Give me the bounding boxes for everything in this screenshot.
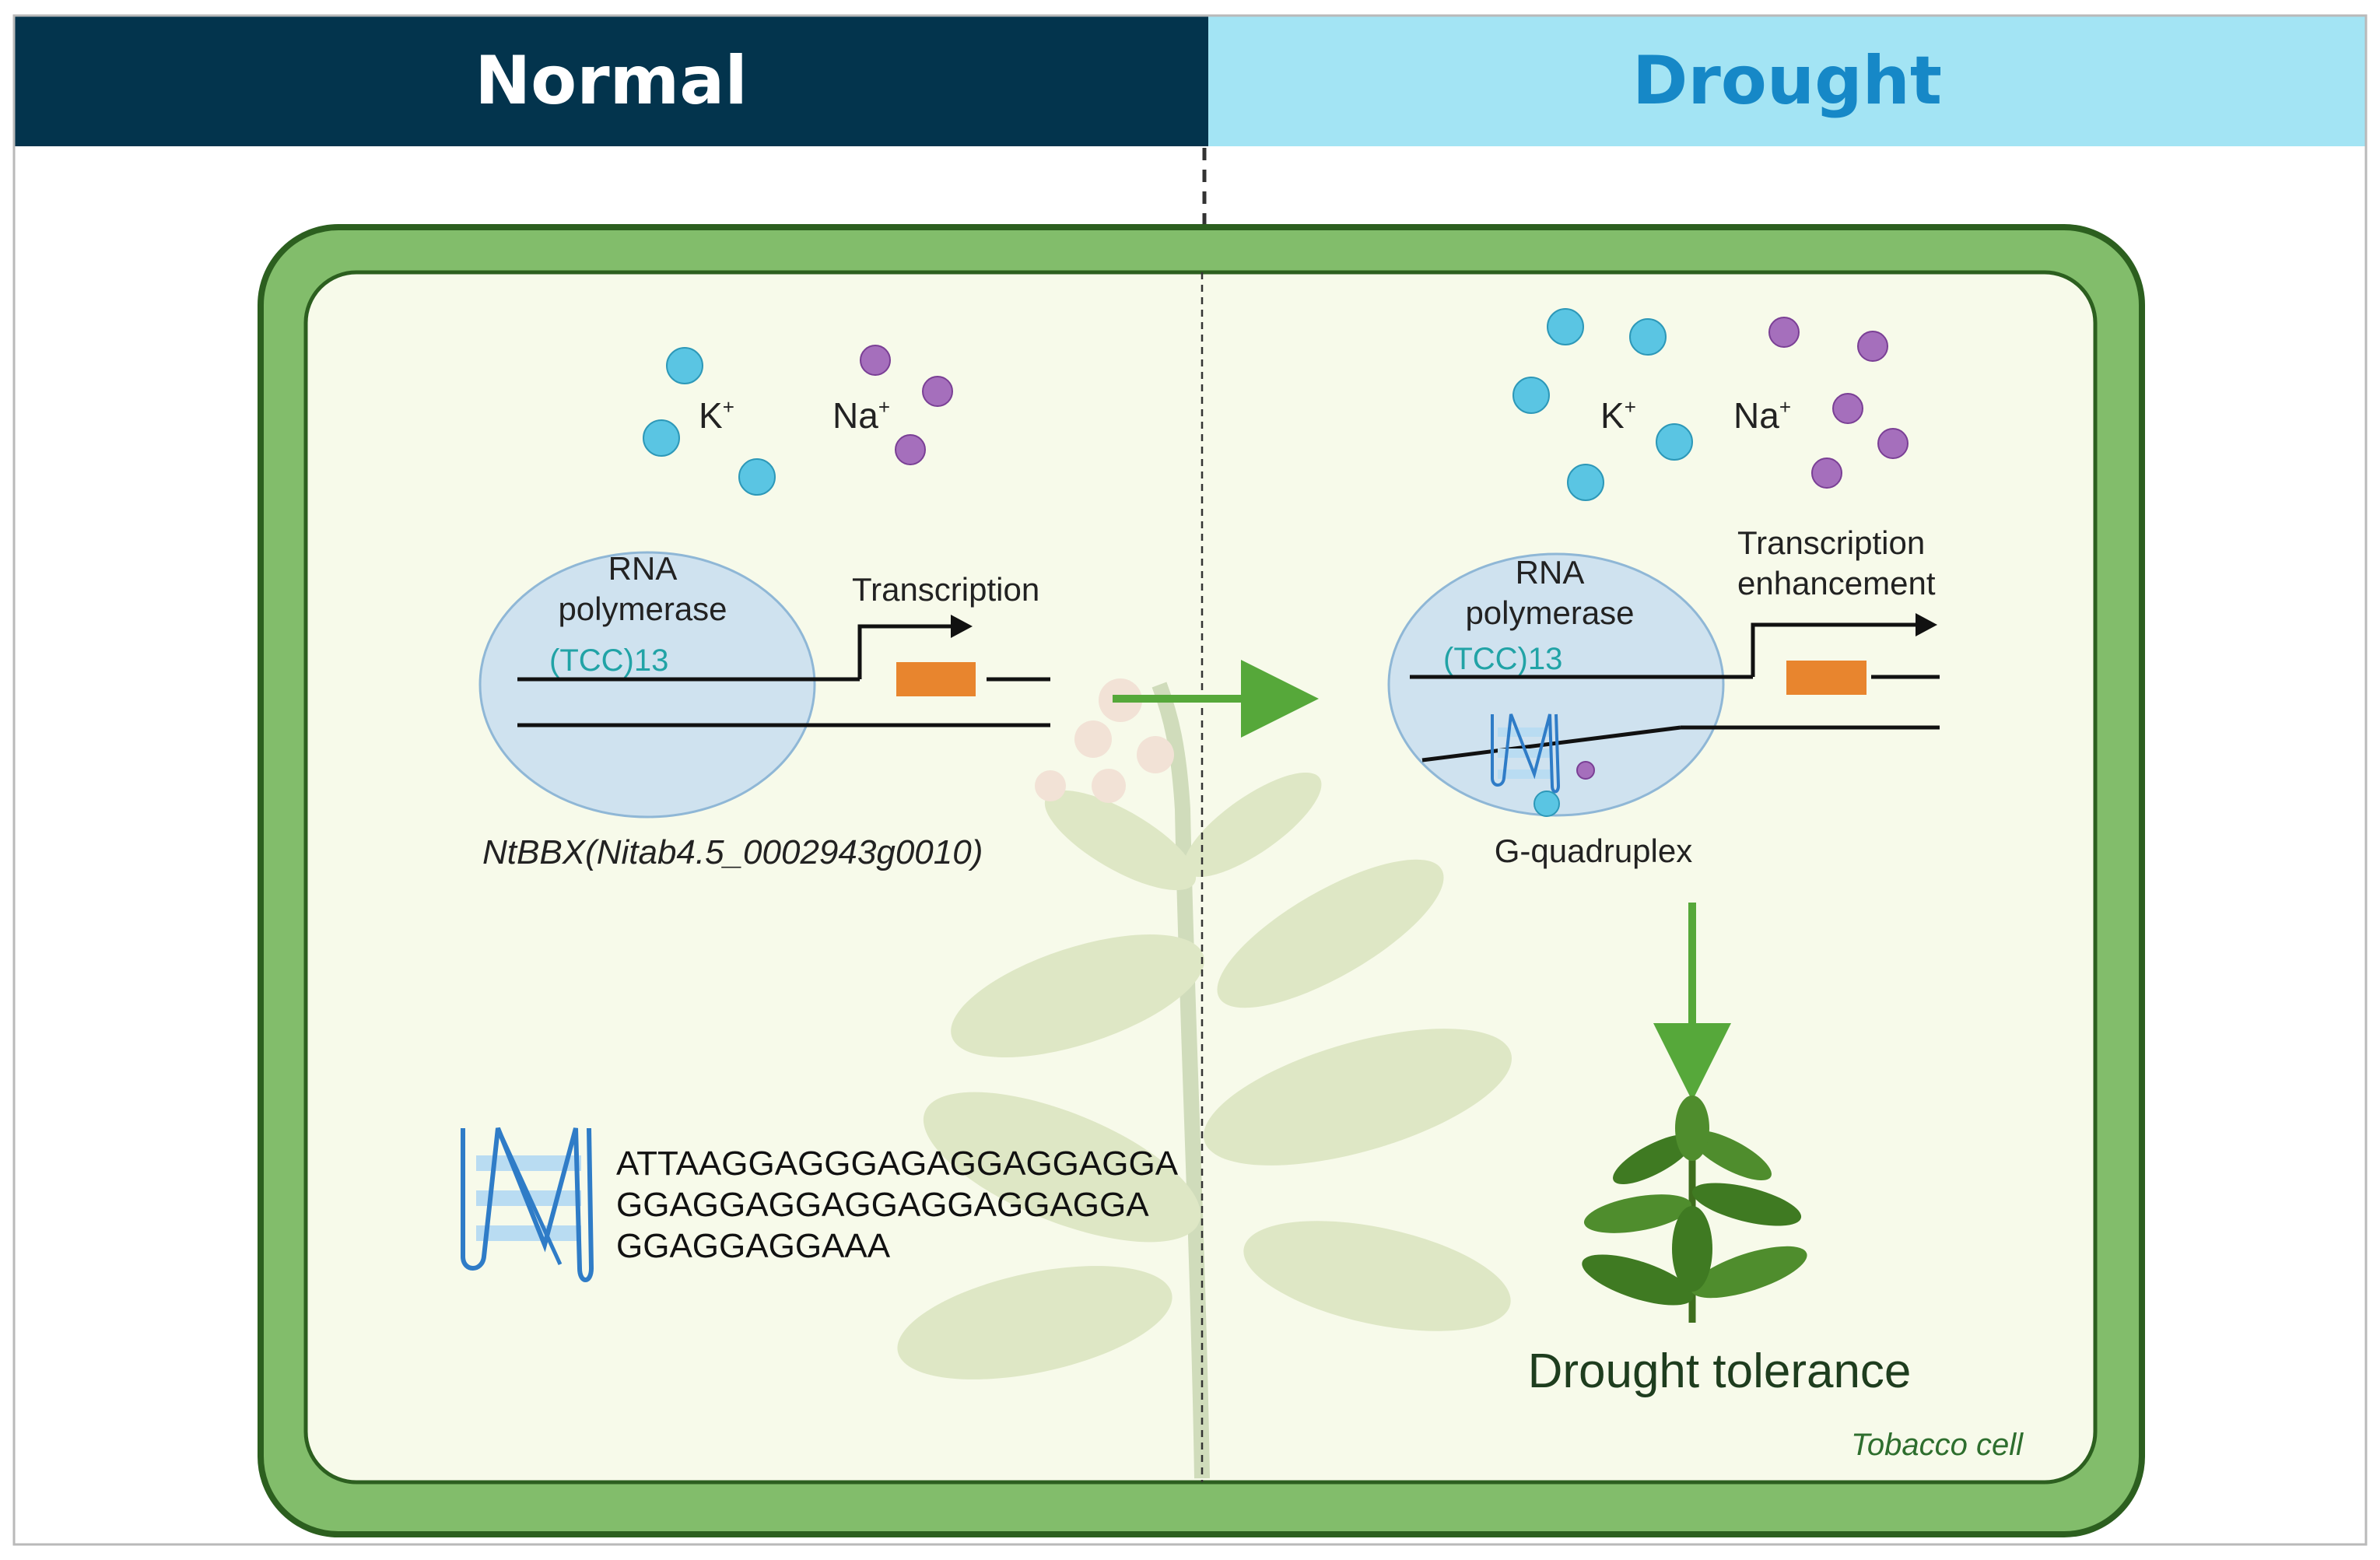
transcription-label: Transcription (852, 571, 1039, 608)
sodium-ion (1576, 761, 1595, 780)
tss-arrow (857, 624, 957, 679)
gene-box (896, 662, 976, 696)
potassium-label: K+ (1600, 395, 1636, 436)
potassium-ion (1512, 377, 1550, 414)
rna-polymerase (478, 551, 816, 819)
potassium-ion (738, 458, 776, 496)
potassium-ion (1656, 423, 1693, 461)
sodium-ion (1811, 457, 1842, 489)
g-quadruplex-icon (461, 1127, 594, 1282)
gene-name: NtBBX (482, 833, 587, 871)
potassium-ion (1567, 464, 1604, 501)
drought-tolerance-label: Drought tolerance (1528, 1344, 1912, 1398)
tss-arrow (1751, 622, 1922, 677)
sodium-ion (1857, 331, 1888, 362)
drought-ions (1512, 308, 1909, 501)
drought-header-label: Drought (1632, 42, 1942, 120)
potassium-ion (1547, 308, 1584, 345)
potassium-label: K+ (699, 395, 734, 436)
sodium-ion (895, 434, 926, 465)
sodium-label: Na+ (1733, 395, 1791, 436)
gene-id: (Nitab4.5_0002943g0010) (585, 833, 983, 871)
drought-header: Drought (1208, 16, 2366, 146)
sodium-ion (922, 376, 953, 407)
g-quadruplex-structure (1491, 713, 1595, 817)
rna-polymerase (1387, 552, 1725, 817)
sodium-label: Na+ (832, 395, 890, 436)
normal-header: Normal (14, 16, 1208, 146)
tcc-repeat-label: (TCC)13 (549, 643, 668, 678)
background-plant-illustration (897, 678, 1512, 1479)
normal-ions (643, 345, 953, 496)
tobacco-plant-icon (1582, 1096, 1807, 1323)
drought-dna (1410, 613, 1940, 762)
potassium-ion (643, 419, 680, 457)
figure-frame (12, 14, 2368, 1546)
gene-box (1786, 661, 1866, 695)
potassium-ion (1534, 791, 1560, 817)
potassium-ion (1629, 318, 1667, 356)
tcc-repeat-label: (TCC)13 (1443, 642, 1562, 676)
tobacco-cell-label: Tobacco cell (1851, 1428, 2024, 1462)
gene-label: NtBBX(Nitab4.5_0002943g0010) (482, 833, 983, 871)
sodium-ion (1768, 317, 1800, 348)
sodium-ion (1832, 393, 1863, 424)
g-quadruplex-label: G-quadruplex (1495, 833, 1692, 869)
potassium-ion (666, 347, 703, 384)
normal-dna (517, 615, 1050, 727)
sodium-ion (1877, 428, 1909, 459)
normal-header-label: Normal (475, 42, 748, 120)
sodium-ion (860, 345, 891, 376)
